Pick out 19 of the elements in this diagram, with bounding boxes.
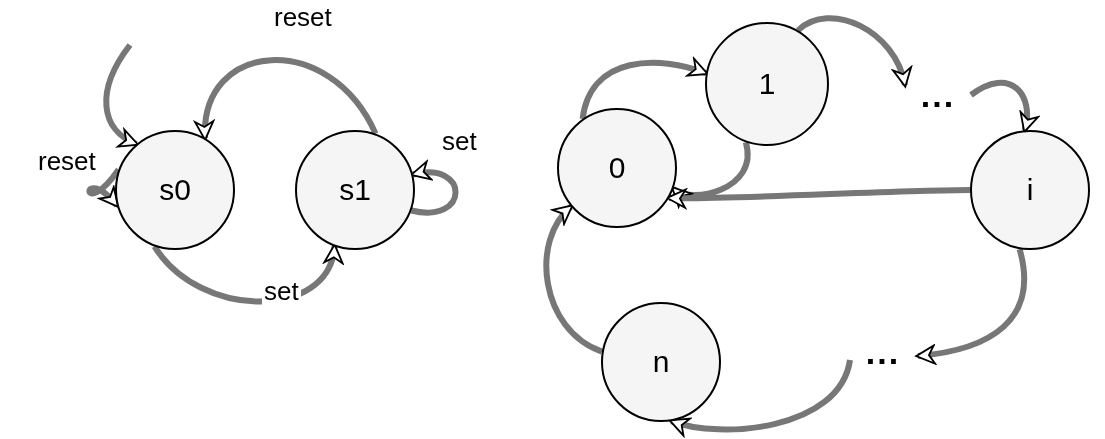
arrow xyxy=(543,204,604,355)
arrow xyxy=(103,43,139,147)
arrow xyxy=(196,57,379,141)
state-label: i xyxy=(1026,175,1034,205)
arrow xyxy=(915,248,1028,365)
ellipsis-text: ... xyxy=(850,337,916,367)
state-label: 1 xyxy=(758,69,776,99)
state-label: 0 xyxy=(608,153,626,183)
arrow xyxy=(666,187,971,209)
arrow xyxy=(410,161,459,216)
arrow xyxy=(969,79,1039,133)
arrow xyxy=(796,15,911,88)
arrow xyxy=(668,359,853,436)
arrow xyxy=(670,141,751,207)
state-label: s0 xyxy=(159,175,191,205)
arrow xyxy=(87,167,121,208)
state-label: s1 xyxy=(339,175,371,205)
ellipsis-text: ... xyxy=(905,80,971,110)
state-label: n xyxy=(652,347,670,377)
